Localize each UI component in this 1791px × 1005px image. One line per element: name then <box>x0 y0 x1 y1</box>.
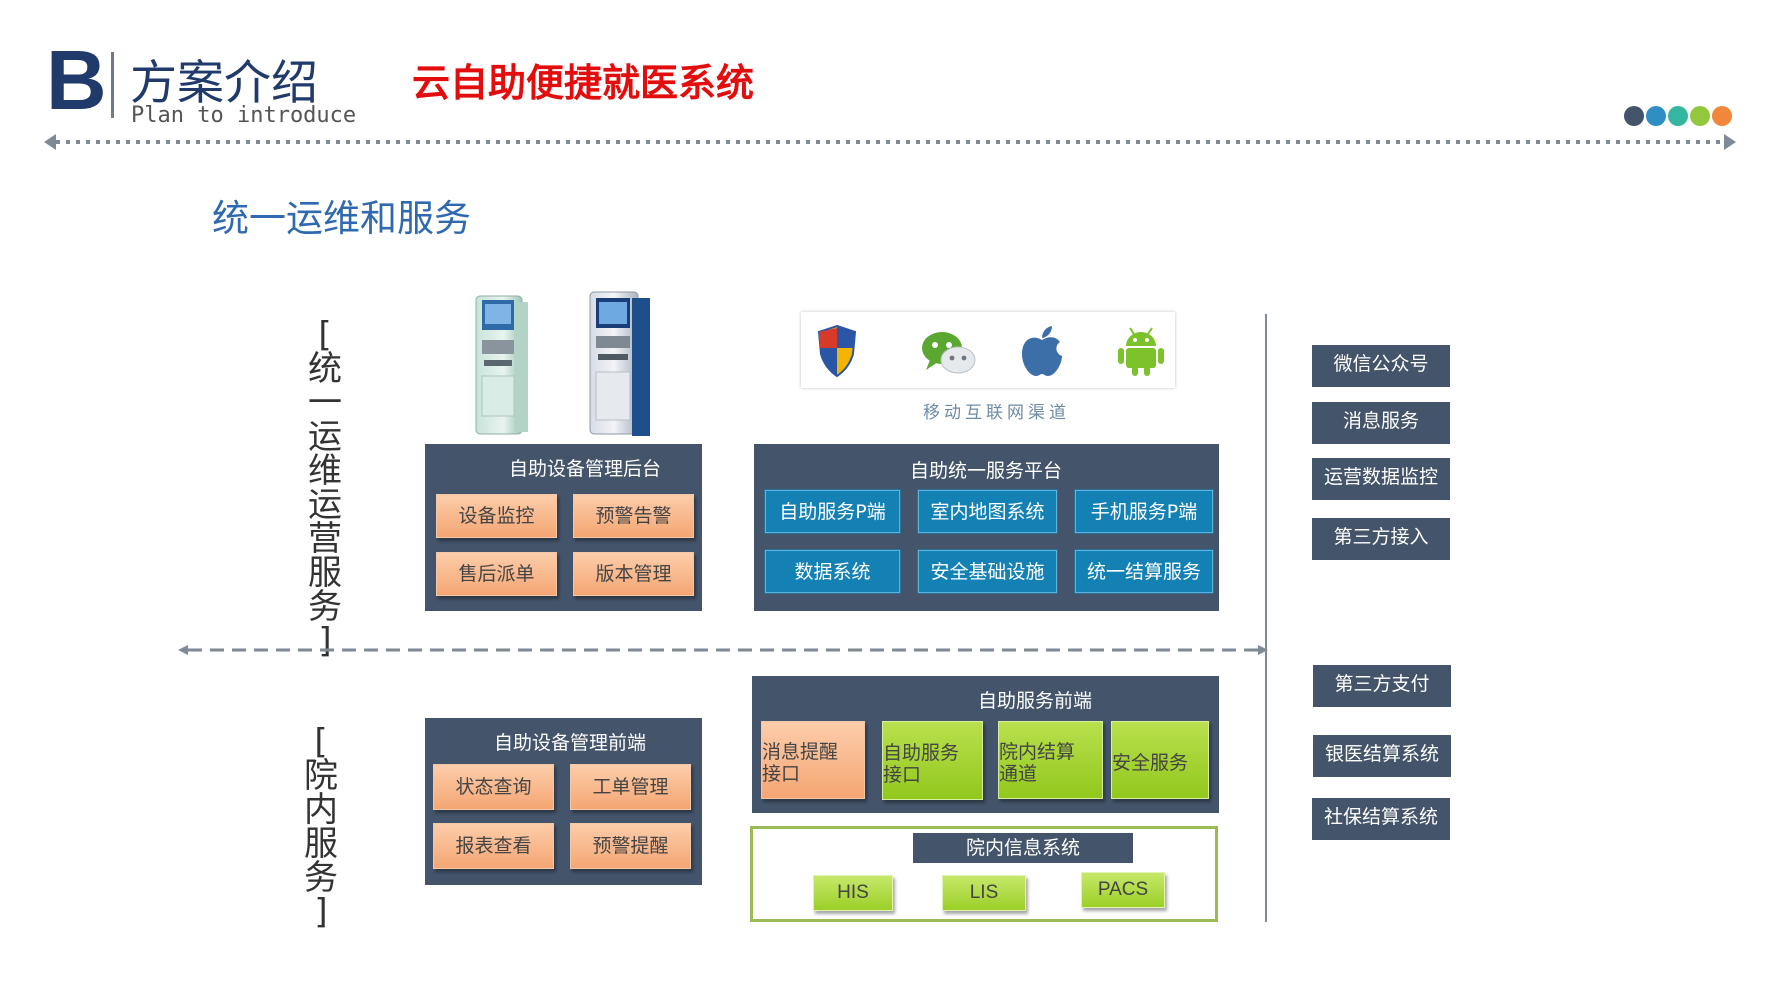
platform-title: 自助统一服务平台 <box>909 460 1062 482</box>
settlement-channel-box: 院内结算 通道 <box>998 721 1103 799</box>
status-query-box: 状态查询 <box>433 764 554 810</box>
color-dot-3 <box>1668 106 1688 126</box>
side-label-ops-char: 服 <box>308 553 342 593</box>
color-dot-5 <box>1712 106 1732 126</box>
self-service-api-box: 自助服务 接口 <box>882 721 983 800</box>
side-label-ops-char: 务 <box>308 587 342 627</box>
mobile-service-p-box: 手机服务P端 <box>1075 490 1213 533</box>
report-view-box: 报表查看 <box>433 823 554 869</box>
third-party-access-box: 第三方接入 <box>1312 518 1450 560</box>
header-title: 方案介绍 <box>130 56 318 111</box>
data-system-box: 数据系统 <box>765 550 900 593</box>
security-infra-box: 安全基础设施 <box>918 550 1057 593</box>
side-label-hospital-char: 院 <box>304 756 338 796</box>
message-api-box: 消息提醒 接口 <box>761 721 865 799</box>
lis-system-box: LIS <box>942 875 1026 911</box>
self-service-api-line1: 自助服务 <box>883 741 960 764</box>
side-label-ops-char: [ <box>318 315 332 355</box>
side-label-hospital-char: 务 <box>304 858 338 898</box>
side-label-hospital-char: 内 <box>304 790 338 830</box>
work-order-box: 工单管理 <box>570 764 691 810</box>
side-label-hospital: [ 院 内 服 务 ] <box>299 725 343 929</box>
version-mgmt-box: 版本管理 <box>573 552 694 596</box>
android-icon <box>1118 327 1164 376</box>
his-system-box: HIS <box>813 875 893 911</box>
section-title: 统一运维和服务 <box>212 197 471 240</box>
unified-settlement-box: 统一结算服务 <box>1075 550 1213 593</box>
mobile-channel-label: 移动互联网渠道 <box>923 403 1070 423</box>
self-service-p-box: 自助服务P端 <box>765 490 900 533</box>
system-name: 云自助便捷就医系统 <box>412 61 755 105</box>
social-insurance-settlement-box: 社保结算系统 <box>1312 798 1450 840</box>
side-label-ops-char: 维 <box>308 451 342 491</box>
mobile-icons-panel <box>801 312 1175 388</box>
his-title: 院内信息系统 <box>913 833 1133 863</box>
pacs-system-box: PACS <box>1081 872 1165 908</box>
logo-letter: B <box>46 33 107 127</box>
shield-icon <box>817 324 857 378</box>
indoor-map-box: 室内地图系统 <box>918 490 1057 533</box>
self-service-api-line2: 接口 <box>883 763 922 786</box>
message-api-line1: 消息提醒 <box>762 741 839 763</box>
device-frontend-title: 自助设备管理前端 <box>493 732 646 754</box>
side-label-hospital-char: [ <box>314 722 328 762</box>
settlement-channel-line1: 院内结算 <box>999 741 1076 763</box>
logo-divider <box>111 52 114 118</box>
side-label-ops-char: 营 <box>308 519 342 559</box>
header-subtitle: Plan to introduce <box>131 103 357 128</box>
section-divider <box>178 645 1268 655</box>
kiosk-image-right <box>589 291 650 436</box>
vertical-divider <box>1265 314 1267 922</box>
service-frontend-title: 自助服务前端 <box>977 690 1092 712</box>
color-dot-4 <box>1690 106 1710 126</box>
message-service-box: 消息服务 <box>1312 402 1450 444</box>
after-sales-box: 售后派单 <box>436 552 557 596</box>
security-service-box: 安全服务 <box>1111 721 1209 799</box>
third-party-payment-box: 第三方支付 <box>1313 665 1451 707</box>
device-monitor-box: 设备监控 <box>436 494 557 538</box>
alert-warning-box: 预警告警 <box>573 494 694 538</box>
side-label-ops-char: 运 <box>308 417 342 457</box>
header-divider <box>44 134 1736 150</box>
kiosk-image-left <box>475 295 528 435</box>
side-label-ops-char: 统 <box>308 349 342 389</box>
side-label-hospital-char: 服 <box>304 824 338 864</box>
operations-monitor-box: 运营数据监控 <box>1312 458 1450 500</box>
settlement-channel-line2: 通道 <box>999 763 1038 785</box>
side-label-hospital-char: ] <box>314 892 328 932</box>
apple-icon <box>1022 326 1062 376</box>
device-backend-title: 自助设备管理后台 <box>508 458 661 480</box>
side-label-ops-char: 一 <box>308 383 342 423</box>
security-service-line1: 安全服务 <box>1112 752 1189 774</box>
color-dot-2 <box>1646 106 1666 126</box>
message-api-line2: 接口 <box>762 763 801 785</box>
side-label-ops: [ 统 一 运 维 运 营 服 务 ] <box>303 318 347 658</box>
wechat-icon <box>922 332 976 374</box>
bank-medical-settlement-box: 银医结算系统 <box>1313 735 1451 777</box>
color-dot-1 <box>1624 106 1644 126</box>
wechat-official-account-box: 微信公众号 <box>1312 345 1450 387</box>
side-label-ops-char: 运 <box>308 485 342 525</box>
alert-reminder-box: 预警提醒 <box>570 823 691 869</box>
